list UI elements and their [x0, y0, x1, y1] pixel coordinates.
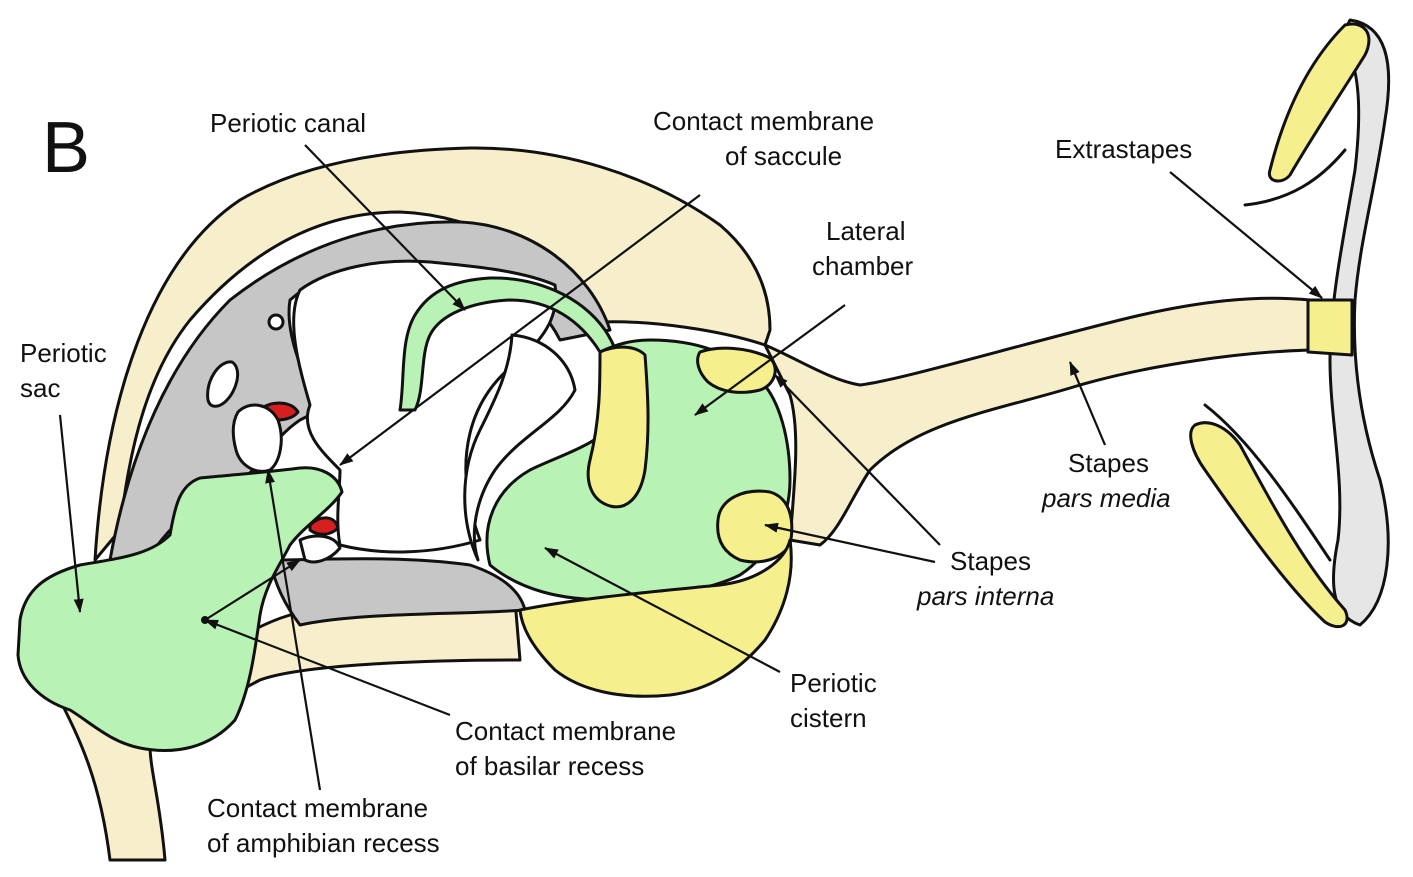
label-contact-amphibian-line1: Contact membrane: [207, 793, 428, 823]
arrow-extrastapes: [1170, 172, 1322, 298]
label-stapes-interna-line1: Stapes: [950, 546, 1031, 576]
small-foramen: [269, 315, 283, 329]
stapes-footplate-bone: [765, 298, 1310, 545]
label-periotic-cistern-line2: cistern: [790, 703, 867, 733]
label-periotic-canal: Periotic canal: [210, 108, 366, 138]
label-periotic-sac-line1: Periotic: [20, 338, 107, 368]
extrastapes-upper: [1269, 24, 1369, 181]
stapes-drop-yellow: [588, 347, 648, 507]
stapes-pars-interna-lower: [718, 491, 792, 562]
label-stapes-media-line2: pars media: [1041, 483, 1171, 513]
label-contact-amphibian-line2: of amphibian recess: [207, 828, 440, 858]
label-contact-saccule-line1: Contact membrane: [653, 106, 874, 136]
extrastapes-base: [1308, 300, 1352, 355]
panel-letter: B: [42, 108, 90, 188]
label-contact-basilar-line1: Contact membrane: [455, 716, 676, 746]
extrastapes-lower: [1191, 423, 1347, 627]
label-contact-basilar-line2: of basilar recess: [455, 751, 644, 781]
label-periotic-sac-line2: sac: [20, 373, 60, 403]
label-lateral-chamber-line2: chamber: [812, 251, 913, 281]
label-lateral-chamber-line1: Lateral: [826, 216, 906, 246]
white-cells-cluster: [233, 405, 281, 471]
label-contact-saccule-line2: of saccule: [725, 141, 842, 171]
label-stapes-interna-line2: pars interna: [916, 581, 1054, 611]
contact-membrane-amphibian-red: [310, 518, 338, 534]
arrow-basilar-dot: [201, 616, 209, 624]
label-periotic-cistern-line1: Periotic: [790, 668, 877, 698]
label-stapes-media-line1: Stapes: [1068, 448, 1149, 478]
label-extrastapes: Extrastapes: [1055, 134, 1192, 164]
